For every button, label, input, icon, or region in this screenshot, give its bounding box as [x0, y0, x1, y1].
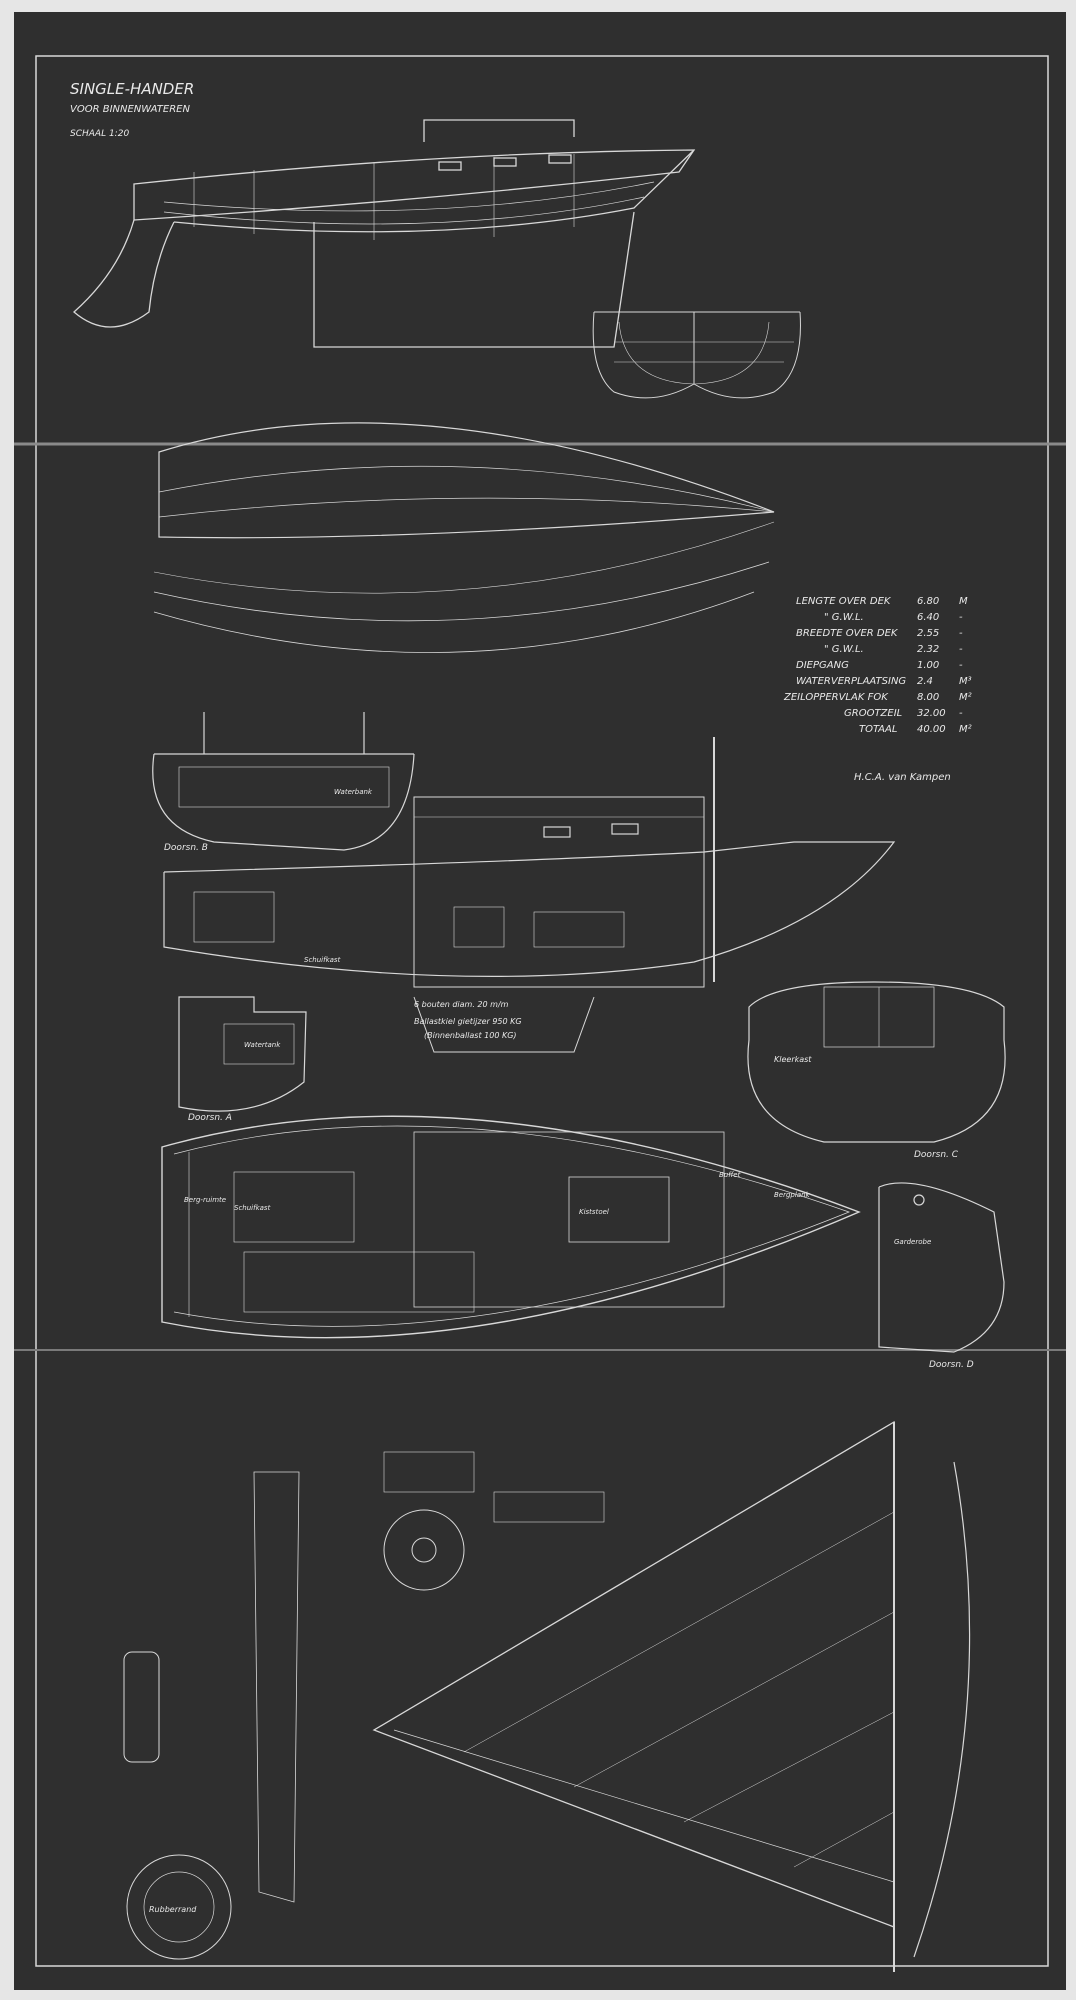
spec-unit: - [959, 612, 963, 623]
spec-value: 40.00 [917, 724, 946, 735]
spec-row-1: LENGTE OVER DEK 6.80 M [796, 596, 968, 607]
body-plan [592, 311, 801, 399]
spec-value: 2.55 [917, 628, 939, 639]
spec-row-6: WATERVERPLAATSING 2.4 M³ [796, 676, 972, 687]
spec-row-7: ZEILOPPERVLAK FOK 8.00 M² [783, 692, 972, 703]
fitting-details [123, 1451, 605, 1960]
garderobe-label: Garderobe [894, 1238, 931, 1246]
spec-value: 2.4 [917, 676, 933, 687]
spec-unit: M³ [959, 676, 972, 687]
sail-plan [372, 1420, 971, 1972]
spec-unit: - [959, 660, 963, 671]
spec-label: " G.W.L. [824, 644, 864, 655]
spec-label: ZEILOPPERVLAK FOK [783, 692, 889, 703]
spec-label: BREEDTE OVER DEK [796, 628, 899, 639]
spec-row-5: DIEPGANG 1.00 - [796, 660, 963, 671]
section-c [747, 981, 1006, 1143]
deck-schuifkast-label: Schuifkast [234, 1204, 271, 1212]
spec-unit: - [959, 644, 963, 655]
spec-label: GROOTZEIL [844, 708, 902, 719]
bouten-label: 6 bouten diam. 20 m/m [414, 1000, 509, 1009]
bergruimte-label: Berg-ruimte [184, 1196, 226, 1204]
deck-plan [161, 1115, 861, 1339]
spec-row-3: BREEDTE OVER DEK 2.55 - [796, 628, 963, 639]
designer-signature: H.C.A. van Kampen [854, 772, 951, 783]
spec-unit: M² [959, 692, 972, 703]
spec-row-9: TOTAAL 40.00 M² [859, 724, 972, 735]
spec-value: 1.00 [917, 660, 939, 671]
watertank-label: Watertank [244, 1041, 281, 1049]
bergplank-label: Bergplank [774, 1191, 811, 1199]
spec-value: 2.32 [917, 644, 939, 655]
spec-row-4: " G.W.L. 2.32 - [824, 644, 963, 655]
spec-label: LENGTE OVER DEK [796, 596, 892, 607]
buffet-label: Buffet [719, 1171, 741, 1179]
section-b-label: Doorsn. B [164, 843, 208, 853]
spec-label: TOTAAL [859, 724, 897, 735]
title-main: SINGLE-HANDER [70, 80, 194, 98]
spec-value: 6.80 [917, 596, 939, 607]
spec-value: 8.00 [917, 692, 939, 703]
title-scale: SCHAAL 1:20 [70, 129, 129, 139]
kleerkast-label: Kleerkast [774, 1055, 812, 1064]
title-sub: VOOR BINNENWATEREN [70, 104, 190, 115]
section-b [152, 712, 415, 851]
spec-unit: M [959, 596, 968, 607]
side-profile [73, 119, 696, 348]
section-c-label: Doorsn. C [914, 1150, 959, 1160]
schuifkast-label: Schuifkast [304, 956, 341, 964]
spec-unit: - [959, 708, 963, 719]
blueprint-drawing: SINGLE-HANDER VOOR BINNENWATEREN SCHAAL … [14, 55, 1066, 1972]
section-a [178, 996, 307, 1112]
waterbank-label: Waterbank [334, 788, 373, 796]
longitudinal-section [163, 737, 896, 1053]
spec-value: 32.00 [917, 708, 946, 719]
section-d [878, 1182, 1005, 1353]
spec-value: 6.40 [917, 612, 939, 623]
spec-label: WATERVERPLAATSING [796, 676, 906, 687]
half-breadth-plan [153, 422, 775, 653]
spec-unit: M² [959, 724, 972, 735]
ballast-label-2: (Binnenballast 100 KG) [424, 1031, 517, 1040]
ballast-label: Ballastkiel gietijzer 950 KG [414, 1017, 522, 1026]
section-a-label: Doorsn. A [188, 1113, 232, 1123]
specifications-table: LENGTE OVER DEK 6.80 M " G.W.L. 6.40 - B… [783, 596, 972, 735]
spec-row-8: GROOTZEIL 32.00 - [844, 708, 963, 719]
spec-unit: - [959, 628, 963, 639]
rubberrand-label: Rubberrand [149, 1905, 197, 1914]
spec-label: " G.W.L. [824, 612, 864, 623]
frame-border [35, 55, 1049, 1967]
section-d-label: Doorsn. D [929, 1360, 974, 1370]
kiststoel-label: Kiststoel [579, 1208, 609, 1216]
spec-row-2: " G.W.L. 6.40 - [824, 612, 963, 623]
spec-label: DIEPGANG [796, 660, 849, 671]
blueprint-sheet: SINGLE-HANDER VOOR BINNENWATEREN SCHAAL … [14, 12, 1066, 1990]
